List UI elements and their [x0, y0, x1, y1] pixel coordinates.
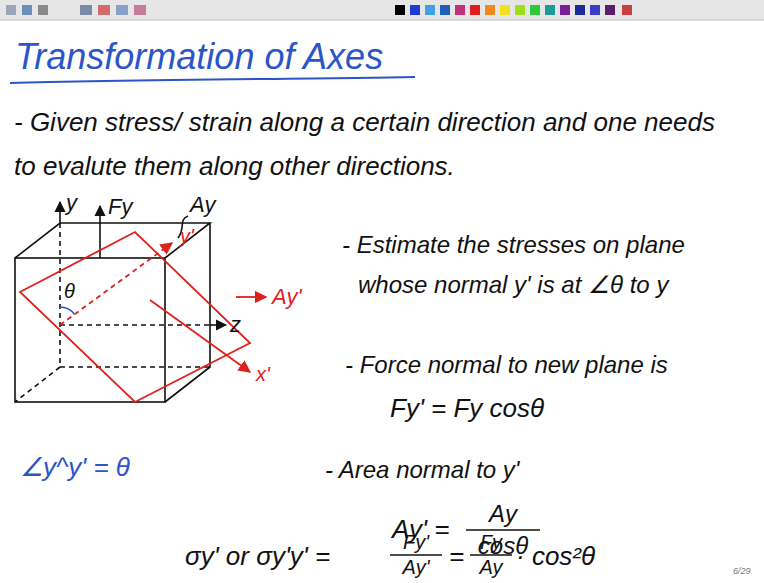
fraction-numerator-box: Fy'	[390, 531, 442, 553]
color-swatch	[410, 5, 420, 15]
axis-label-box: x'	[256, 362, 270, 386]
toolbar-icon	[116, 5, 128, 15]
x-prime-axis	[150, 300, 250, 372]
fraction-denominator: Ay	[479, 556, 502, 578]
slide-title: Transformation of Axes	[15, 36, 383, 77]
color-swatch	[530, 5, 540, 15]
equation: =	[449, 541, 464, 571]
toolbar-icon	[22, 5, 32, 15]
color-swatch	[590, 5, 600, 15]
color-swatch	[425, 5, 435, 15]
toolbar-icon	[622, 5, 632, 15]
area-label-box: Ay'	[272, 284, 302, 310]
color-swatch	[485, 5, 495, 15]
note-text-box: - Force normal to new plane is	[345, 350, 668, 380]
fraction-numerator: Fy'	[403, 531, 429, 553]
axis-label-box: y'	[180, 224, 194, 248]
equation-box: σy' or σy'y' =	[185, 541, 330, 571]
axis-label: z	[230, 312, 241, 337]
fraction-numerator: Fy	[480, 531, 502, 553]
toolbar-bar	[0, 0, 764, 20]
color-swatch	[545, 5, 555, 15]
slide-title-box: Transformation of Axes	[15, 36, 383, 78]
inclined-plane	[20, 232, 250, 402]
axis-label: x'	[256, 363, 270, 385]
y-prime-axis	[60, 243, 172, 325]
toolbar	[0, 0, 764, 20]
page-number-box: 6/29	[733, 566, 751, 577]
area-label-box: Ay	[190, 192, 215, 218]
area-pointer	[236, 296, 266, 298]
color-swatch	[500, 5, 510, 15]
fraction-denominator-box: Ay	[470, 556, 512, 578]
color-swatch	[605, 5, 615, 15]
rotated-plane	[20, 232, 266, 402]
page-number: 6/29	[733, 566, 751, 576]
fraction-bar	[466, 529, 540, 531]
note-text-box: - Given stress/ strain along a certain d…	[14, 100, 734, 188]
color-swatch	[515, 5, 525, 15]
toolbar-icon	[38, 5, 48, 15]
note-text: - Estimate the stresses on plane whose n…	[342, 231, 685, 298]
z-axis	[210, 324, 226, 326]
color-swatch	[575, 5, 585, 15]
color-swatch	[455, 5, 465, 15]
equation-box: =	[449, 541, 464, 571]
toolbar-border	[0, 20, 764, 21]
force-label-box: Fy	[108, 194, 132, 220]
area-label: Ay'	[272, 284, 302, 309]
axes	[60, 202, 226, 325]
note-text: - Area normal to y'	[325, 456, 519, 483]
force-label: Fy	[108, 194, 132, 219]
axis-label: y'	[180, 225, 194, 247]
y-axis	[59, 202, 61, 223]
color-swatch	[560, 5, 570, 15]
fraction-numerator-box: Fy	[470, 531, 512, 553]
z-axis-hidden	[60, 324, 210, 326]
color-swatch	[395, 5, 405, 15]
angle-label: θ	[64, 280, 75, 302]
fraction-denominator-box: Ay'	[390, 556, 442, 578]
axis-label: y	[66, 190, 77, 215]
color-swatch	[470, 5, 480, 15]
cube-hidden-edges	[15, 223, 210, 402]
cube-front-face	[15, 258, 165, 402]
toolbar-icon	[6, 5, 16, 15]
toolbar-icon	[80, 5, 92, 15]
note-text-box: - Estimate the stresses on plane whose n…	[342, 225, 702, 305]
angle-label-box: θ	[64, 279, 75, 303]
axis-label-box: y	[66, 190, 77, 216]
equation: Fy' = Fy cosθ	[390, 393, 544, 423]
note-text: - Force normal to new plane is	[345, 351, 668, 378]
fraction-numerator: Ay	[489, 500, 517, 527]
fraction-bar	[390, 554, 442, 556]
angle-note: ∠y^y' = θ	[20, 452, 130, 482]
theta-arc	[60, 307, 75, 314]
toolbar-icon	[134, 5, 146, 15]
equation: · cos²θ	[516, 541, 595, 571]
color-swatch	[440, 5, 450, 15]
note-text-box: - Area normal to y'	[325, 455, 519, 485]
equation: σy' or σy'y' =	[185, 541, 330, 571]
title-underline	[10, 77, 415, 83]
area-label: Ay	[190, 192, 215, 217]
axis-label-box: z	[230, 312, 241, 338]
equation-box: Fy' = Fy cosθ	[390, 392, 544, 424]
angle-note-box: ∠y^y' = θ	[20, 452, 130, 482]
equation-box: · cos²θ	[516, 541, 595, 571]
toolbar-icon	[98, 5, 110, 15]
cube-figure	[15, 223, 210, 402]
fraction-numerator-box: Ay	[466, 500, 540, 528]
cube-top-face	[15, 223, 210, 258]
fraction-denominator: Ay'	[403, 556, 430, 578]
note-text: - Given stress/ strain along a certain d…	[14, 107, 715, 181]
